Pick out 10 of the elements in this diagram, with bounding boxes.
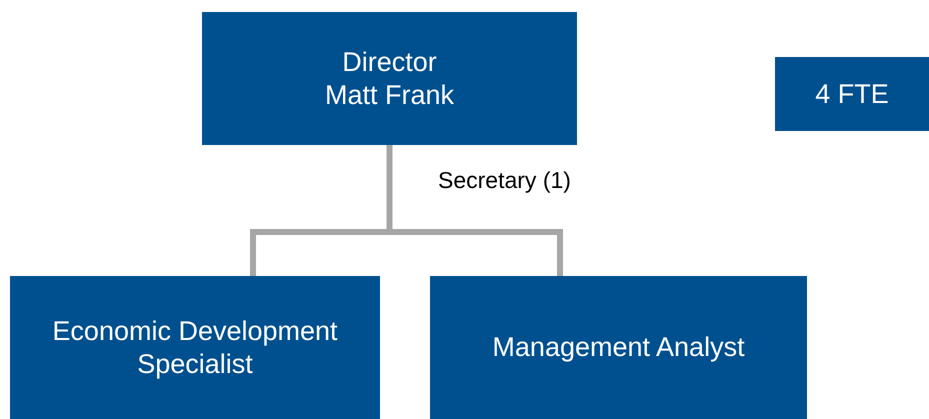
position-title: Management Analyst (492, 331, 745, 364)
position-title: Director (342, 46, 437, 78)
position-title: Matt Frank (324, 78, 454, 111)
position-box (775, 57, 929, 131)
position-box (430, 276, 807, 419)
staff-note: Secretary (1) (438, 167, 571, 194)
position-title: 4 FTE (815, 78, 889, 110)
position-title: Economic Development Specialist (51, 315, 339, 380)
position-box (202, 12, 577, 145)
position-box (10, 276, 380, 419)
